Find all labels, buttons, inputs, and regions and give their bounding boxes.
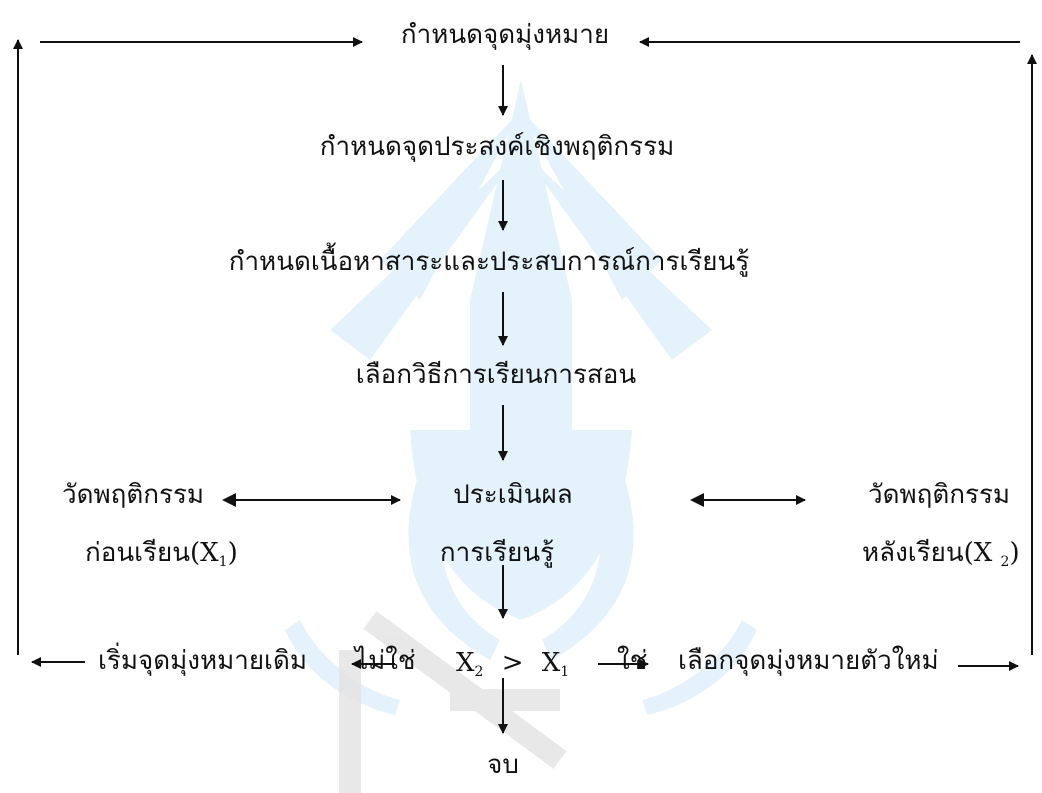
pre-measure-line1: วัดพฤติกรรม (62, 480, 205, 510)
pre-measure-line2: ก่อนเรียน(X1) (85, 538, 238, 570)
yes-label: ใช่ (617, 646, 648, 676)
step-evaluate-line1: ประเมินผล (453, 480, 573, 510)
restart-goal-label: เริ่มจุดมุ่งหมายเดิม (98, 646, 307, 676)
step-end: จบ (487, 750, 519, 780)
new-goal-label: เลือกจุดมุ่งหมายตัวใหม่ (678, 646, 939, 676)
no-label: ไม่ใช่ (355, 646, 416, 676)
post-measure-line2: หลังเรียน(X 2) (862, 538, 1020, 570)
post-measure-line1: วัดพฤติกรรม (868, 480, 1011, 510)
step-content: กำหนดเนื้อหาสาระและประสบการณ์การเรียนรู้ (228, 247, 750, 277)
condition-expression: X2 > X1 (456, 648, 570, 680)
step-evaluate-line2: การเรียนรู้ (439, 538, 555, 568)
arrowhead-post-left (690, 493, 704, 507)
step-goal: กำหนดจุดมุ่งหมาย (400, 20, 610, 50)
arrowhead-pre-left (222, 493, 236, 507)
step-method: เลือกวิธีการเรียนการสอน (355, 360, 637, 390)
step-objective: กำหนดจุดประสงค์เชิงพฤติกรรม (319, 132, 675, 162)
